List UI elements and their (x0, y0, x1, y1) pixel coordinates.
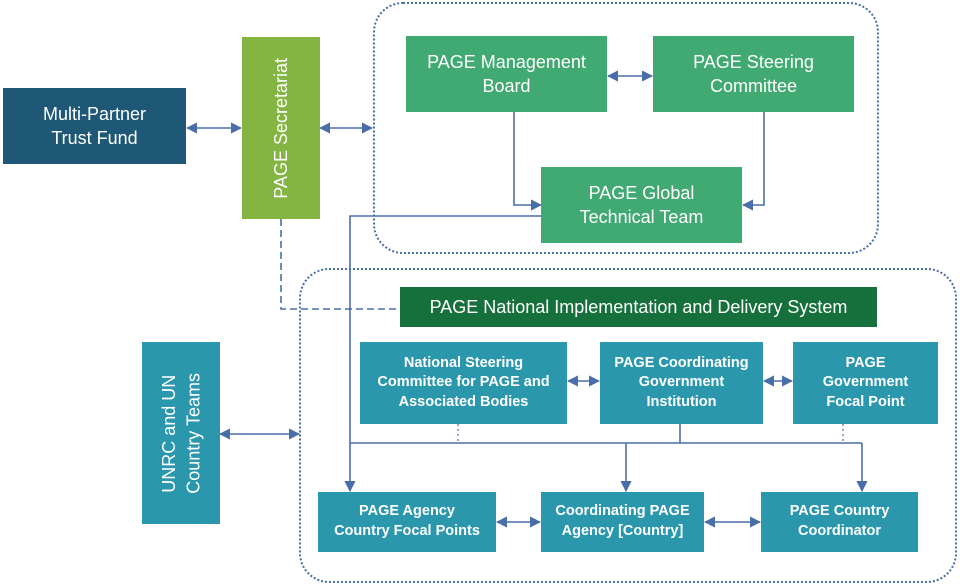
global-technical-team-box: PAGE Global Technical Team (541, 167, 742, 243)
multi-partner-trust-fund-box: Multi-Partner Trust Fund (3, 88, 186, 164)
page-secretariat-box: PAGE Secretariat (242, 37, 320, 219)
coordinating-page-agency-box: Coordinating PAGE Agency [Country] (541, 492, 704, 552)
national-system-banner: PAGE National Implementation and Deliver… (400, 287, 877, 327)
unrc-country-teams-label: UNRC and UN Country Teams (158, 372, 203, 494)
national-steering-committee-box: National Steering Committee for PAGE and… (360, 342, 567, 424)
country-coordinator-box: PAGE Country Coordinator (761, 492, 918, 552)
global-governance-region (373, 2, 879, 254)
unrc-country-teams-box: UNRC and UN Country Teams (142, 342, 220, 524)
coordinating-government-institution-box: PAGE Coordinating Government Institution (600, 342, 763, 424)
management-board-box: PAGE Management Board (406, 36, 607, 112)
government-focal-point-box: PAGE Government Focal Point (793, 342, 938, 424)
national-delivery-region (299, 268, 957, 583)
steering-committee-box: PAGE Steering Committee (653, 36, 854, 112)
page-secretariat-label: PAGE Secretariat (270, 57, 291, 199)
agency-country-focal-points-box: PAGE Agency Country Focal Points (318, 492, 496, 552)
